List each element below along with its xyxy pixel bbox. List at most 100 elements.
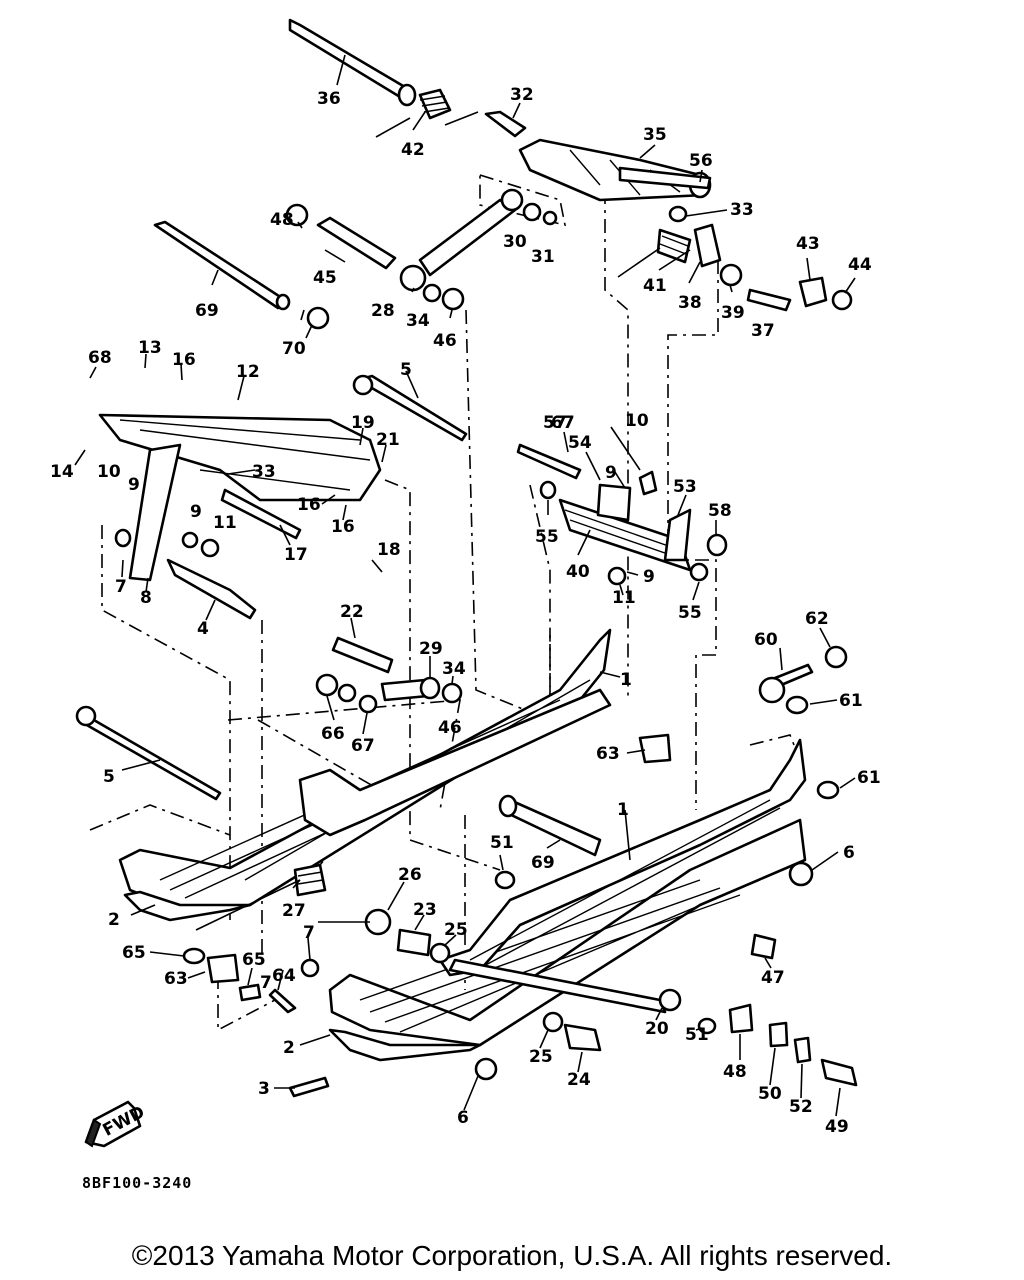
callout-number: 28 [371,301,395,321]
exploded-parts-diagram: FWD [50,18,881,1148]
callout-number: 58 [708,501,732,521]
callout-number: 42 [401,140,425,160]
callout-number: 26 [398,865,422,885]
callout-number: 7 [303,923,315,943]
callout-number: 1 [617,800,629,820]
callout-number: 11 [213,513,237,533]
callout-number: 14 [50,462,74,482]
callout-number: 46 [438,718,462,738]
callout-number: 9 [643,567,655,587]
callout-number: 17 [284,545,308,565]
callout-number: 25 [444,920,468,940]
callout-number: 55 [535,527,559,547]
callout-number: 57 [543,413,567,433]
callout-number: 40 [566,562,590,582]
callout-number: 38 [678,293,702,313]
callout-number: 10 [625,411,649,431]
callout-number: 32 [510,85,534,105]
callout-number: 25 [529,1047,553,1067]
diagram-code: 8BF100-3240 [82,1174,193,1192]
callout-number: 22 [340,602,364,622]
callout-number: 64 [272,966,296,986]
callout-number: 20 [645,1019,669,1039]
callout-number: 5 [103,767,115,787]
callout-number: 10 [97,462,121,482]
callout-number: 65 [122,943,146,963]
callout-number: 50 [758,1084,782,1104]
callout-number: 43 [796,234,820,254]
callout-number: 62 [805,609,829,629]
callout-number: 41 [643,276,667,296]
callout-number: 16 [297,495,321,515]
callout-number: 53 [673,477,697,497]
callout-number: 51 [490,833,514,853]
callout-number: 19 [351,413,375,433]
callout-number: 37 [751,321,775,341]
callout-number: 69 [531,853,555,873]
callout-number: 7 [115,577,127,597]
callout-number: 2 [283,1038,295,1058]
callout-number: 39 [721,303,745,323]
callout-number: 24 [567,1070,591,1090]
callout-number: 3 [258,1079,270,1099]
callout-number: 63 [164,969,188,989]
callout-number: 8 [140,588,152,608]
callout-number: 36 [317,89,341,109]
slide-rails [118,628,807,1062]
callout-number: 5 [400,360,412,380]
callout-leaders [74,54,856,1117]
callout-number: 29 [419,639,443,659]
callout-number: 6 [843,843,855,863]
callout-number: 44 [848,255,872,275]
callout-number: 33 [730,200,754,220]
component-parts [75,18,858,1098]
callout-number: 16 [331,517,355,537]
callout-number: 18 [377,540,401,560]
callout-number: 11 [612,588,636,608]
callout-number: 45 [313,268,337,288]
callout-number: 31 [531,247,555,267]
callout-number: 60 [754,630,778,650]
callout-number: 7 [260,973,272,993]
callout-number: 6 [457,1108,469,1128]
callout-number: 47 [761,968,785,988]
callout-number: 48 [270,210,294,230]
callout-number: 52 [789,1097,813,1117]
callout-number: 67 [351,736,375,756]
callout-number: 30 [503,232,527,252]
callout-number: 51 [685,1025,709,1045]
callout-number: 61 [839,691,863,711]
callout-numbers: 1 1 2 2 3 4 5 5 6 6 7 7 7 8 9 9 9 9 10 1… [50,85,881,1137]
callout-number: 23 [413,900,437,920]
callout-number: 63 [596,744,620,764]
callout-number: 2 [108,910,120,930]
callout-number: 21 [376,430,400,450]
callout-number: 4 [197,619,209,639]
callout-number: 27 [282,901,306,921]
callout-number: 69 [195,301,219,321]
callout-number: 9 [190,502,202,522]
fwd-direction-marker: FWD [84,1100,148,1148]
copyright-notice: ©2013 Yamaha Motor Corporation, U.S.A. A… [131,1240,893,1271]
callout-number: 61 [857,768,881,788]
callout-number: 56 [689,151,713,171]
callout-number: 12 [236,362,260,382]
callout-number: 34 [442,659,466,679]
callout-number: 34 [406,311,430,331]
callout-number: 49 [825,1117,849,1137]
callout-number: 70 [282,339,306,359]
callout-number: 16 [172,350,196,370]
callout-number: 35 [643,125,667,145]
callout-number: 55 [678,603,702,623]
callout-number: 46 [433,331,457,351]
callout-number: 66 [321,724,345,744]
callout-number: 1 [620,670,632,690]
callout-number: 67 [551,413,575,433]
callout-number: 9 [128,475,140,495]
callout-number: 33 [252,462,276,482]
callout-number: 54 [568,433,592,453]
callout-number: 68 [88,348,112,368]
callout-number: 48 [723,1062,747,1082]
callout-number: 13 [138,338,162,358]
